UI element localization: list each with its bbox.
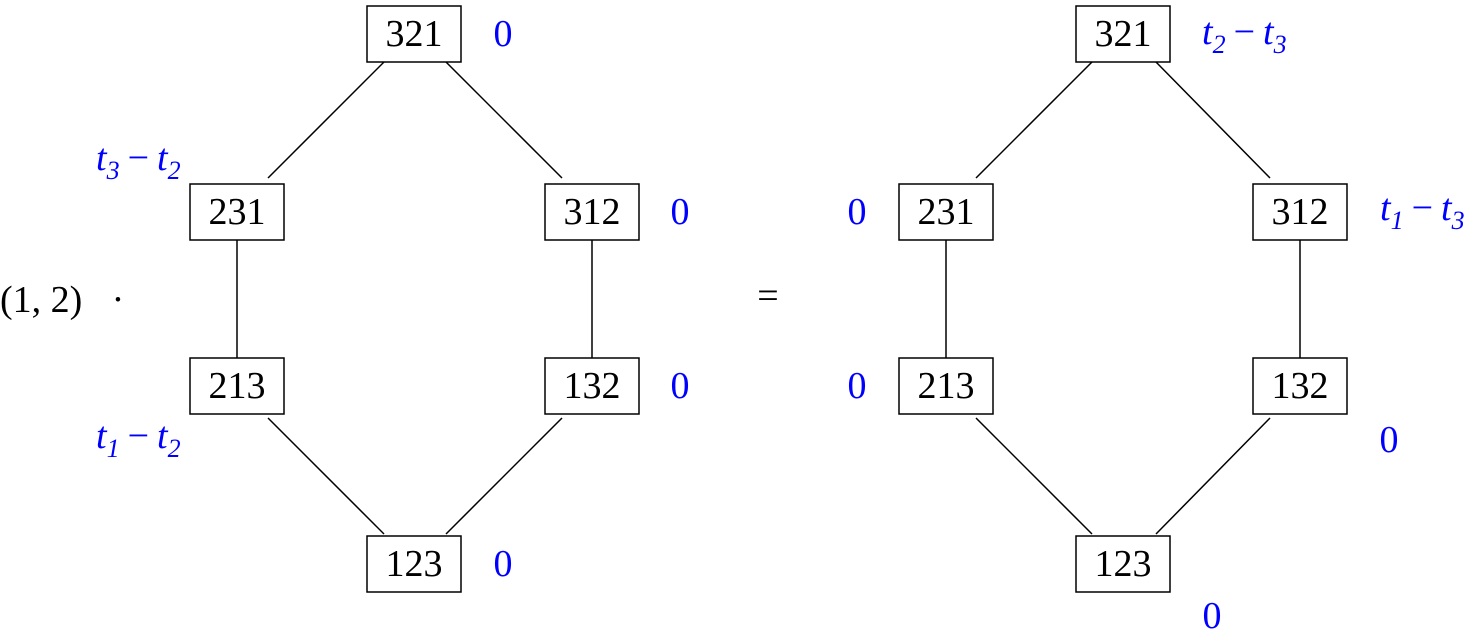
node-label: 312: [564, 191, 621, 233]
right-edge-321-312: [1155, 61, 1271, 179]
left-node-321: 321: [366, 5, 462, 63]
left-label-123: 0: [494, 543, 513, 585]
right-edge-213-123: [975, 417, 1093, 535]
left-edge-321-312: [445, 61, 563, 179]
right-label-132: 0: [1380, 419, 1399, 461]
left-node-123: 123: [366, 535, 462, 593]
right-node-213: 213: [898, 357, 994, 415]
right-node-312: 312: [1252, 183, 1348, 241]
node-label: 321: [1095, 13, 1152, 55]
right-label-321: t2−t3: [1202, 11, 1287, 59]
node-label: 231: [209, 191, 266, 233]
left-diagram: 321 231 312 213 132 123 0 t3−t2 0 t1−t2: [96, 5, 690, 593]
right-node-123: 123: [1075, 535, 1171, 593]
right-label-231: 0: [848, 191, 867, 233]
node-label: 312: [1272, 191, 1329, 233]
left-node-132: 132: [544, 357, 640, 415]
right-node-321: 321: [1075, 5, 1171, 63]
node-label: 132: [1272, 365, 1329, 407]
node-label: 321: [386, 13, 443, 55]
left-node-213: 213: [189, 357, 285, 415]
left-node-231: 231: [189, 183, 285, 241]
right-edge-132-123: [1155, 417, 1271, 535]
equals-sign: =: [757, 275, 778, 317]
left-node-312: 312: [544, 183, 640, 241]
node-label: 132: [564, 365, 621, 407]
permutation-prefix: (1, 2): [0, 279, 82, 321]
left-label-132: 0: [671, 365, 690, 407]
node-label: 123: [1095, 543, 1152, 585]
right-label-213: 0: [848, 365, 867, 407]
right-node-132: 132: [1252, 357, 1348, 415]
left-edge-321-231: [267, 61, 385, 179]
right-label-312: t1−t3: [1380, 187, 1465, 235]
right-node-231: 231: [898, 183, 994, 241]
node-label: 231: [918, 191, 975, 233]
node-label: 213: [209, 365, 266, 407]
node-label: 123: [386, 543, 443, 585]
right-label-123: 0: [1203, 595, 1222, 632]
node-label: 213: [918, 365, 975, 407]
left-label-312: 0: [671, 191, 690, 233]
left-edge-132-123: [445, 417, 563, 535]
right-edge-321-231: [975, 61, 1093, 179]
left-label-213: t1−t2: [96, 415, 181, 463]
action-dot: ·: [112, 279, 125, 321]
right-diagram: 321 231 312 213 132 123 t2−t3 0 t1−t3: [848, 5, 1465, 632]
left-label-231: t3−t2: [96, 137, 181, 185]
left-edge-213-123: [267, 417, 385, 535]
left-label-321: 0: [494, 13, 513, 55]
